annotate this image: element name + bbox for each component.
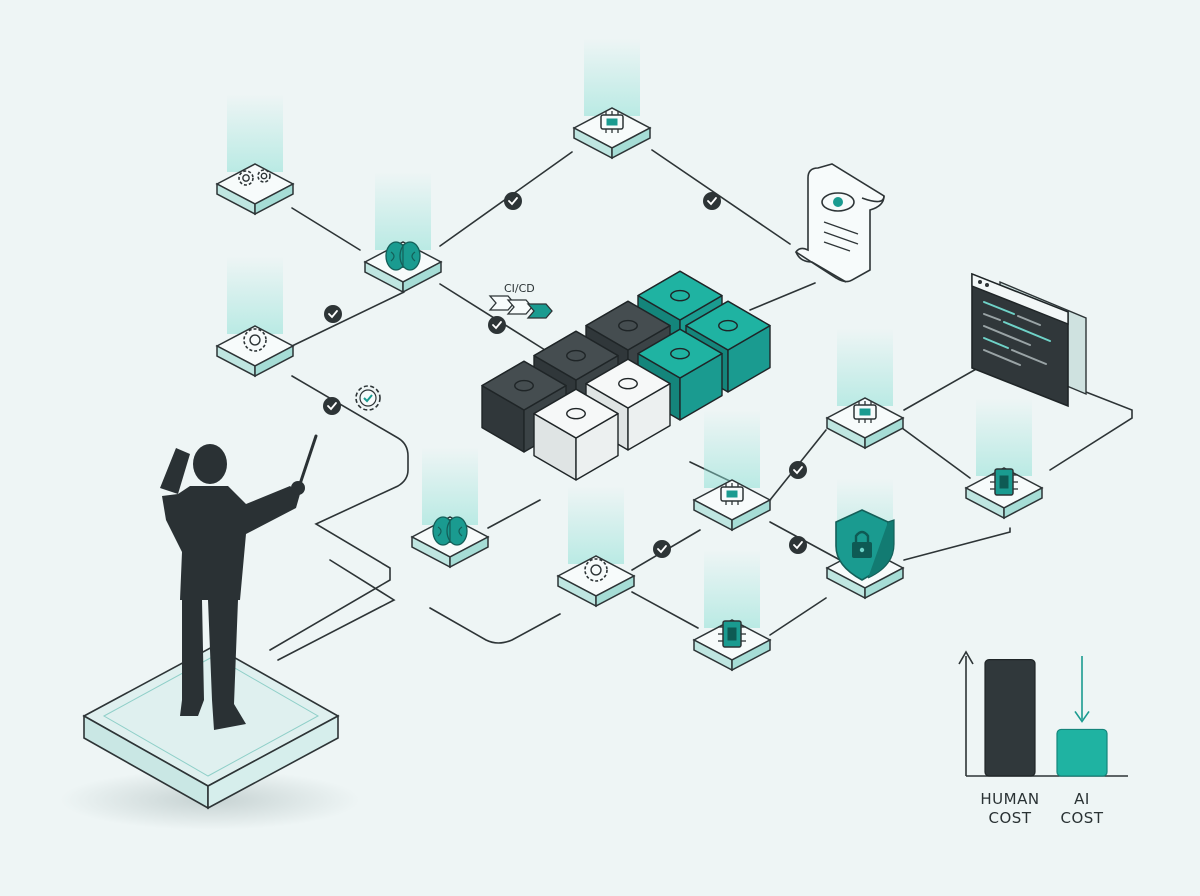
down-arrow-icon [1074, 656, 1090, 723]
y-axis-arrow-icon [958, 650, 974, 665]
node-tile [692, 550, 772, 672]
check-icon [789, 536, 807, 554]
chip-icon [990, 468, 1018, 496]
check-icon [789, 461, 807, 479]
gear-check-icon [355, 385, 381, 411]
node-tile [363, 172, 443, 294]
node-tile [215, 94, 295, 216]
bar-label: COST [989, 809, 1032, 827]
check-icon [703, 192, 721, 210]
gears-icon [238, 169, 271, 186]
gear-icon [243, 328, 267, 352]
node-tile [572, 38, 652, 160]
check-icon [323, 397, 341, 415]
check-badges [323, 192, 807, 558]
cicd-stage: CI/CD [488, 282, 553, 319]
cicd-label: CI/CD [504, 282, 535, 295]
brain-icon [385, 241, 421, 271]
check-icon [488, 316, 506, 334]
bar-label: HUMAN [980, 790, 1039, 808]
node-tile [825, 328, 905, 450]
bar-label: AI [1074, 790, 1090, 808]
node-tile [556, 486, 636, 608]
human-cost-bar [984, 659, 1036, 777]
node-tile [410, 447, 490, 569]
check-icon [324, 305, 342, 323]
gear-icon [584, 558, 608, 582]
pipeline-chevrons-icon [488, 295, 553, 319]
security-shield-icon [835, 509, 895, 581]
chip-icon [600, 111, 624, 133]
monitoring-scroll-icon [794, 163, 885, 283]
node-tile [964, 398, 1044, 520]
chip-icon [853, 401, 877, 423]
chip-icon [718, 620, 746, 648]
node-tile [692, 410, 772, 532]
ai-cost-bar [1056, 728, 1108, 777]
chip-icon [720, 483, 744, 505]
orchestrator-platform [60, 645, 360, 830]
check-icon [653, 540, 671, 558]
node-tiles [215, 38, 1044, 672]
brain-icon [432, 516, 468, 546]
puzzle-cube-cluster [481, 270, 771, 481]
puzzle-cube [533, 388, 619, 481]
check-icon [504, 192, 522, 210]
conductor-person [160, 434, 318, 730]
code-editor-window-icon [971, 272, 1087, 408]
bar-label: COST [1061, 809, 1104, 827]
node-tile [215, 256, 295, 378]
